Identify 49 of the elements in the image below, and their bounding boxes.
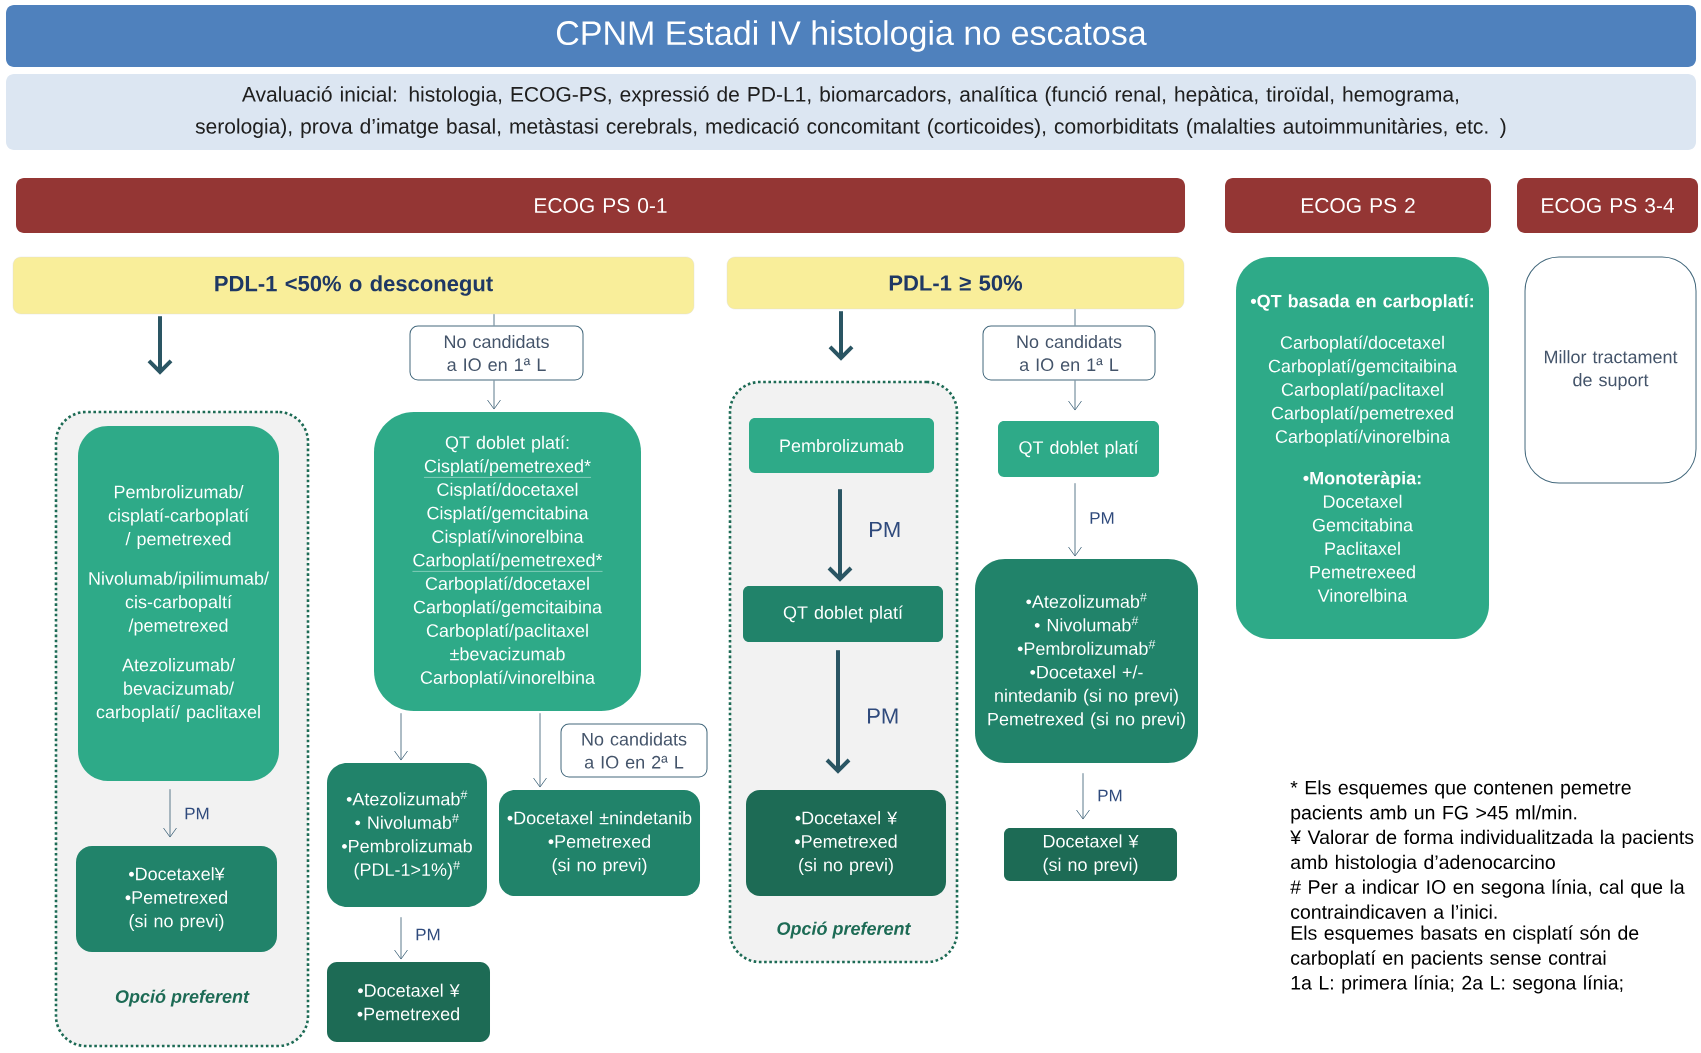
footnote: # Per a indicar IO en segona línia, cal que la contraindicaven a l’inici. xyxy=(1290,879,1685,919)
arrow xyxy=(1068,482,1082,557)
header-band: ECOG PS 3-4 xyxy=(1517,178,1698,233)
title-band: CPNM Estadi IV histologia no escatosa xyxy=(6,5,1696,67)
arrow xyxy=(828,311,854,361)
treatment-box: •Docetaxel ¥ •Pemetrexed xyxy=(327,962,490,1042)
footnote: 1a L: primera línia; 2a L: segona línia; xyxy=(1291,975,1623,994)
treatment-box: •Docetaxel ±nindetanib •Pemetrexed (si no previ) xyxy=(499,790,700,896)
condition-box: No candidats a IO en 2ª L xyxy=(560,723,708,778)
assessment-band: Avaluació inicial: histologia, ECOG-PS, expressió de PD-L1, biomarcadors, analítica (funció renal, hepàtica, tiroïdal, hemograma, serologia), prova d’imatge basal, metàstasi cerebrals, medicació concomitant (corticoides), comorbiditats (malalties autoimmunitàries, etc. ) xyxy=(6,74,1696,150)
arrow xyxy=(1068,380,1082,411)
arrow xyxy=(533,712,547,788)
treatment-box: •Atezolizumab$^{#}$ • Nivolumab$^{#}$ •Pembrolizumab$^{#}$ •Docetaxel +/- nintedanib (si no previ) Pemetrexed (si no previ) xyxy=(975,559,1198,763)
panel-caption: Opció preferent xyxy=(115,989,250,1007)
treatment-box: •QT basada en carboplatí: Carboplatí/docetaxel Carboplatí/gemcitaibina Carboplatí/paclitaxel Carboplatí/pemetrexed Carboplatí/vinorelbina •Monoteràpia: Docetaxel Gemcitabina Paclitaxel Pemetrexeed Vinorelbina xyxy=(1236,257,1489,639)
treatment-box: QT doblet platí xyxy=(743,586,943,642)
treatment-box: Pembrolizumab/ cisplatí-carboplatí / pemetrexed Nivolumab/ipilimumab/cis-carbopaltí /pemetrexed Atezolizumab/ bevacizumab/ carboplatí/ paclitaxel xyxy=(78,426,279,781)
subheader-band: PDL-1 ≥ 50% xyxy=(726,256,1185,310)
arrow xyxy=(825,650,851,774)
treatment-box: QT doblet platí: Cisplatí/pemetrexed* Cisplatí/docetaxel Cisplatí/gemcitabina Cisplatí/vinorelbina Carboplatí/pemetrexed* Carboplatí/docetaxel Carboplatí/gemcitaibina Carboplatí/paclitaxel ±bevacizumab Carboplatí/vinorelbina xyxy=(374,412,641,711)
arrow xyxy=(163,788,177,838)
header-band: ECOG PS 0-1 xyxy=(16,178,1185,233)
arrow xyxy=(487,380,501,410)
arrow xyxy=(147,316,173,375)
treatment-box: •Docetaxel¥ •Pemetrexed (si no previ) xyxy=(76,846,277,952)
arrow xyxy=(394,712,408,761)
arrow xyxy=(394,916,408,960)
edge-label: PM xyxy=(1098,789,1122,802)
treatment-box: Pembrolizumab xyxy=(749,418,934,473)
edge-label: PM xyxy=(868,708,898,724)
supportive-care-box: Millor tractament de suport xyxy=(1524,256,1697,484)
treatment-box: Docetaxel ¥ (si no previ) xyxy=(1004,828,1177,881)
arrow xyxy=(827,489,853,582)
footnote: ¥ Valorar de forma individualitzada la pacients amb histologia d’adenocarcino xyxy=(1290,829,1694,873)
treatment-box: •Docetaxel ¥ •Pemetrexed (si no previ) xyxy=(746,790,946,896)
arrow xyxy=(1076,772,1090,820)
edge-label: PM xyxy=(416,928,440,941)
condition-box: No candidats a IO en 1ª L xyxy=(409,325,584,381)
panel-caption: Opció preferent xyxy=(777,921,912,939)
footnote: Els esquemes basats en cisplatí són de carboplatí en pacients sense contrai xyxy=(1291,925,1639,969)
treatment-box: •Atezolizumab$^{#}$ • Nivolumab$^{#}$ •Pembrolizumab (PDL-1>1%)$^{#}$ xyxy=(327,763,487,907)
subheader-band: PDL-1 <50% o desconegut xyxy=(12,256,695,315)
condition-box: No candidats a IO en 1ª L xyxy=(982,325,1156,381)
footnote: * Els esquemes que contenen pemetre pacients amb un FG >45 ml/min. xyxy=(1290,780,1631,824)
edge-label: PM xyxy=(870,521,900,538)
treatment-box: QT doblet platí xyxy=(998,421,1159,477)
edge-label: PM xyxy=(1090,512,1114,524)
header-band: ECOG PS 2 xyxy=(1225,178,1491,233)
edge-label: PM xyxy=(185,807,209,820)
